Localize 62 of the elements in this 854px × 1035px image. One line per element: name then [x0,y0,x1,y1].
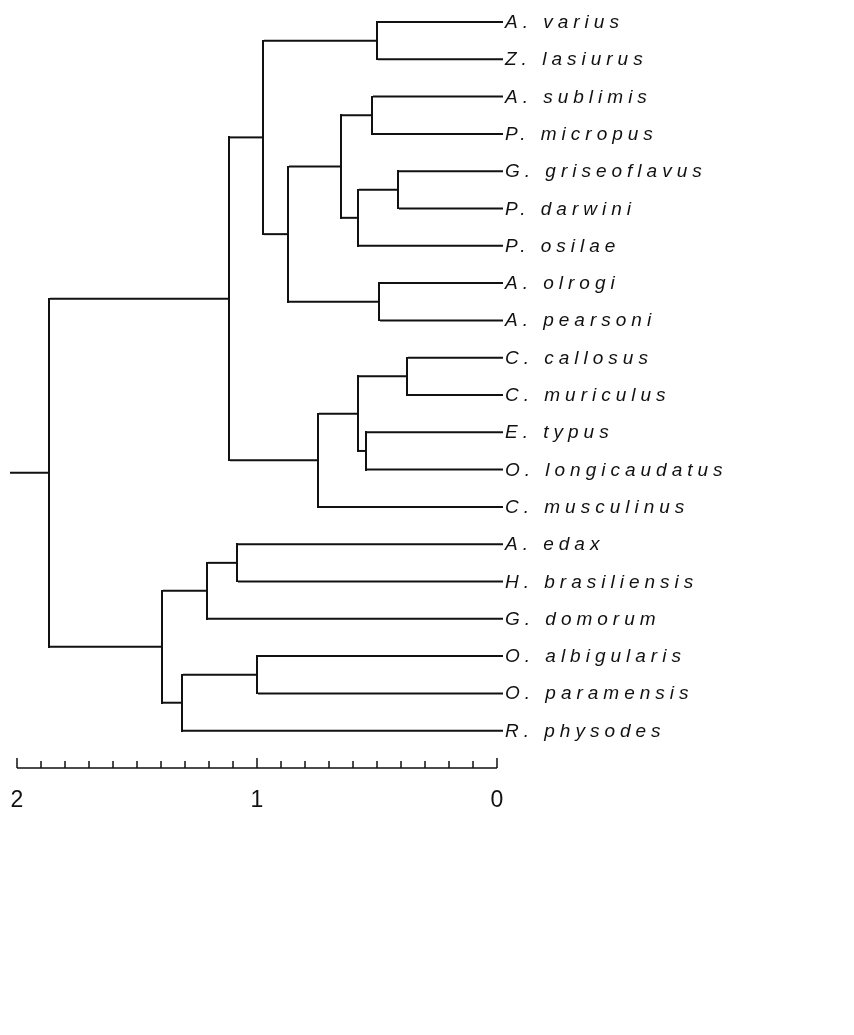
branch-line [377,58,504,61]
branch-line [379,282,504,285]
branch-line [366,468,504,471]
species-label: A. varius [505,11,624,33]
species-label: O. paramensis [505,682,694,705]
branch-line [341,114,372,117]
species-label: H. brasiliensis [505,570,699,593]
species-label: A. olrogi [505,272,620,295]
branch-line [237,580,504,583]
branch-line [377,21,504,23]
branch-line [358,188,398,191]
branch-line [162,589,207,592]
branch-line [9,471,49,474]
branch-line [407,356,504,359]
scale-label: 1 [250,786,264,812]
branch-line [49,645,162,648]
branch-line [237,543,504,546]
branch-line [398,207,504,210]
branch-line [398,170,504,173]
branch-line [407,394,504,396]
scale-label: 2 [10,786,24,812]
branch-line [358,375,407,378]
species-label: E. typus [505,421,614,444]
species-label: A. edax [505,533,605,556]
branch-line [358,449,366,452]
branch-line [341,216,358,219]
branch-line [162,701,182,704]
species-label: G. griseoflavus [505,160,707,183]
branch-line [358,244,504,247]
branch-line [366,431,504,434]
branch-line [318,412,358,415]
species-label: O. albigularis [505,645,686,668]
branch-line [182,673,257,676]
species-label: A. pearsoni [505,309,657,332]
species-label: Z. lasiurus [505,48,648,71]
branch-line [257,692,504,695]
species-label: R. physodes [505,719,666,742]
species-label: C. musculinus [505,495,690,518]
branch-line [257,655,504,658]
branch-line [379,319,504,322]
species-label: G. domorum [505,607,661,630]
branch-line [263,39,377,42]
branch-line [372,95,504,98]
branch-line [207,561,237,564]
branch-line [263,233,288,236]
branch-line [318,505,504,508]
species-label: O. longicaudatus [505,458,728,481]
branch-line [49,297,229,300]
species-label: P. osilae [505,234,621,257]
branch-line [229,136,263,139]
species-label: P. darwini [505,197,636,220]
species-label: C. muriculus [505,384,671,406]
branch-line [372,132,504,135]
species-label: A. sublimis [505,85,652,108]
species-label: P. micropus [505,122,658,145]
branch-line [182,729,504,732]
branch-line [288,300,379,303]
branch-line [207,617,504,620]
species-label: C. callosus [505,346,653,369]
branch-line [288,165,341,168]
scale-label: 0 [490,786,504,812]
branch-line [229,459,318,462]
